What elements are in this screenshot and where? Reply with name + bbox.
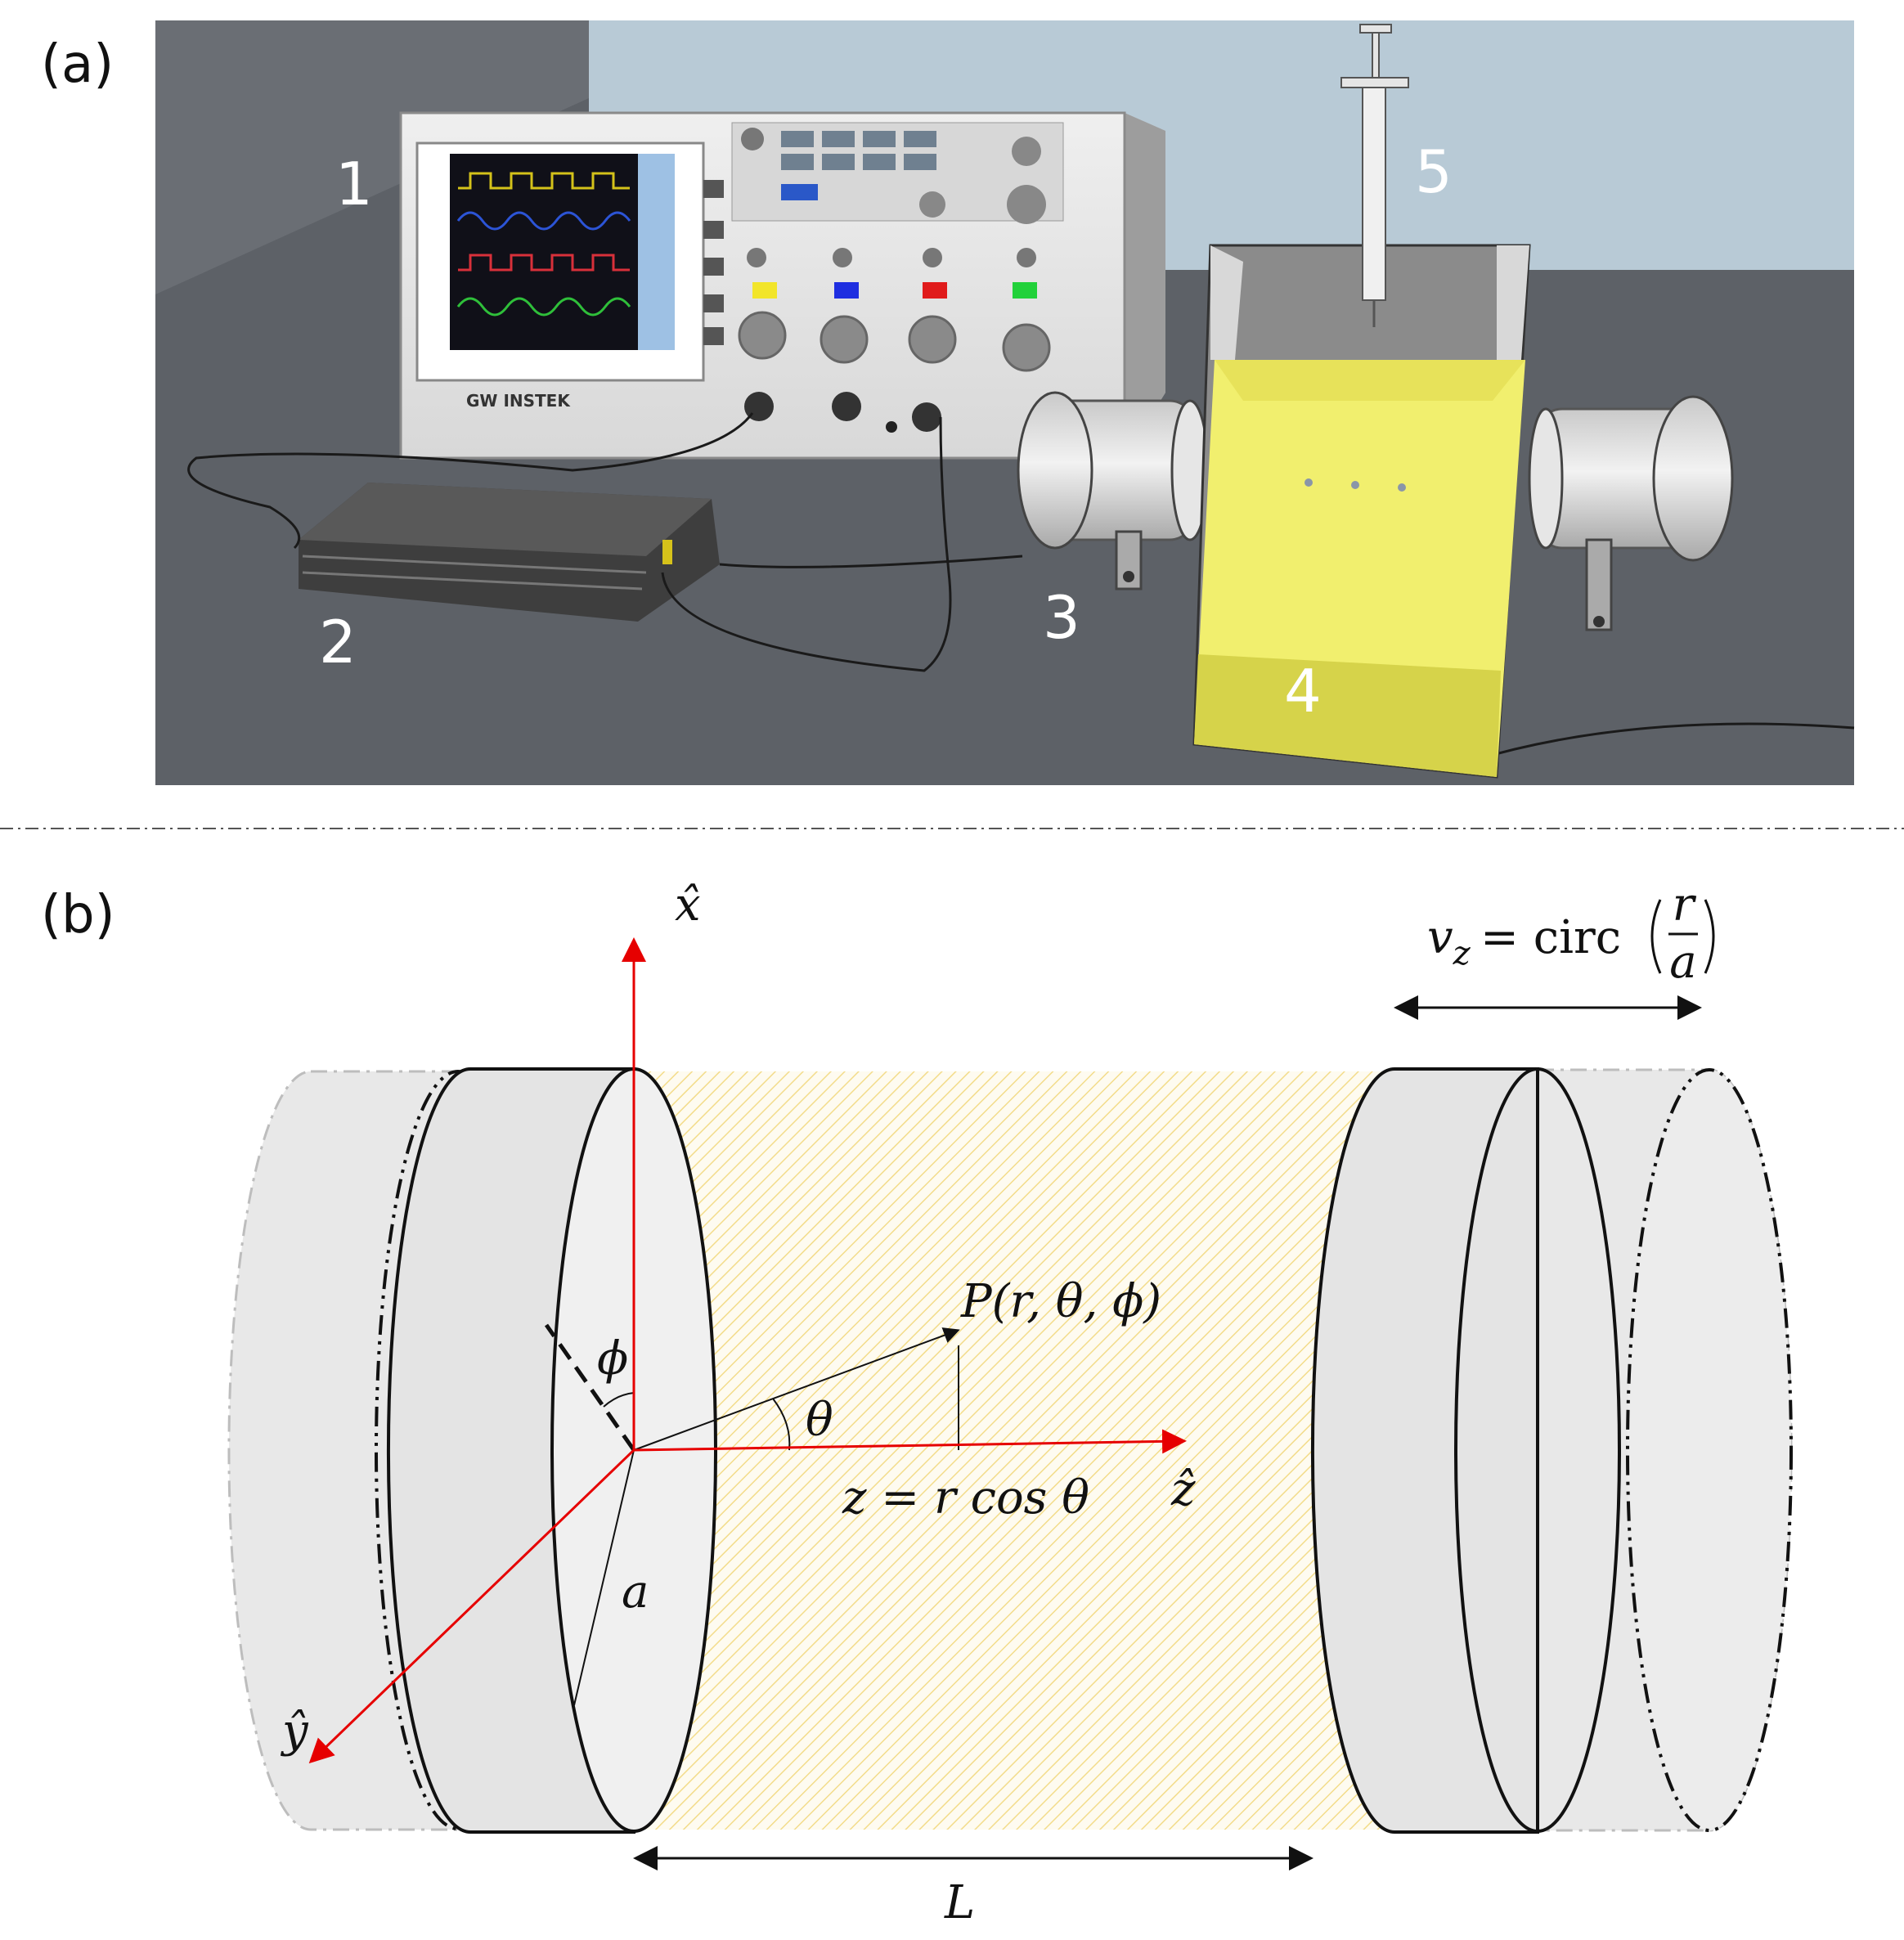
z-axis (633, 1429, 1187, 1454)
label-3: 3 (1043, 583, 1080, 652)
channel-2-indicator (834, 282, 859, 299)
y-axis (308, 1448, 635, 1764)
phi-label: ϕ (597, 1332, 628, 1385)
y-axis-label: ŷ (280, 1704, 309, 1758)
z-axis-label: ẑ (1170, 1463, 1196, 1516)
position-vector (633, 1327, 960, 1451)
phi-projection-line (544, 1323, 636, 1452)
channel-1-indicator (752, 282, 777, 299)
z-relation-label: z = r cos θ (842, 1471, 1089, 1525)
label-2: 2 (319, 608, 357, 676)
scope-brand: GW INSTEK (466, 391, 571, 411)
radius-label: a (622, 1565, 649, 1619)
panel-a-setup-illustration: (a) GW INSTEK (41, 20, 1855, 785)
oscilloscope: GW INSTEK (399, 111, 1165, 460)
transducer-right (1528, 395, 1734, 631)
channel-3-indicator (923, 282, 947, 299)
left-transducer (227, 1067, 717, 1834)
label-5: 5 (1415, 137, 1453, 206)
panel-a-label: (a) (41, 34, 114, 95)
theta-arc (772, 1398, 791, 1451)
channel-4-indicator (1013, 282, 1037, 299)
velocity-symbol: v (1427, 911, 1453, 964)
scope-display (450, 154, 638, 350)
fraction-numerator: r (1673, 878, 1697, 932)
svg-text:vz: vz (1427, 911, 1471, 972)
trace-4 (456, 297, 631, 317)
label-4: 4 (1284, 657, 1322, 725)
phi-arc (603, 1392, 635, 1408)
panel-b-schematic: (b) x̂ ẑ ŷ P(r, (41, 878, 1793, 1929)
point-label: P(r, θ, ϕ) (960, 1275, 1161, 1328)
velocity-subscript: z (1453, 935, 1471, 972)
amplifier (299, 483, 720, 622)
length-label: L (944, 1876, 975, 1929)
right-paren (1704, 899, 1715, 974)
trace-2 (456, 211, 631, 231)
left-paren (1650, 899, 1662, 974)
velocity-function: = circ (1480, 911, 1621, 964)
transducer-left (1017, 391, 1210, 591)
propagation-region (634, 1071, 1394, 1830)
cable-1 (187, 412, 754, 550)
tank (1192, 244, 1531, 779)
label-1: 1 (335, 150, 373, 218)
radius-line (573, 1449, 635, 1706)
trace-1 (458, 172, 630, 190)
panel-b-label: (b) (41, 885, 115, 945)
cable-2 (661, 416, 952, 672)
x-axis-label: x̂ (675, 878, 701, 932)
scene-wall (589, 20, 1854, 270)
fraction-denominator: a (1669, 936, 1696, 989)
right-transducer (1310, 1067, 1793, 1834)
theta-label: θ (806, 1394, 833, 1447)
syringe (1340, 24, 1409, 327)
trace-3 (458, 254, 630, 272)
velocity-profile-label: vz = circ r a (1427, 878, 1715, 989)
